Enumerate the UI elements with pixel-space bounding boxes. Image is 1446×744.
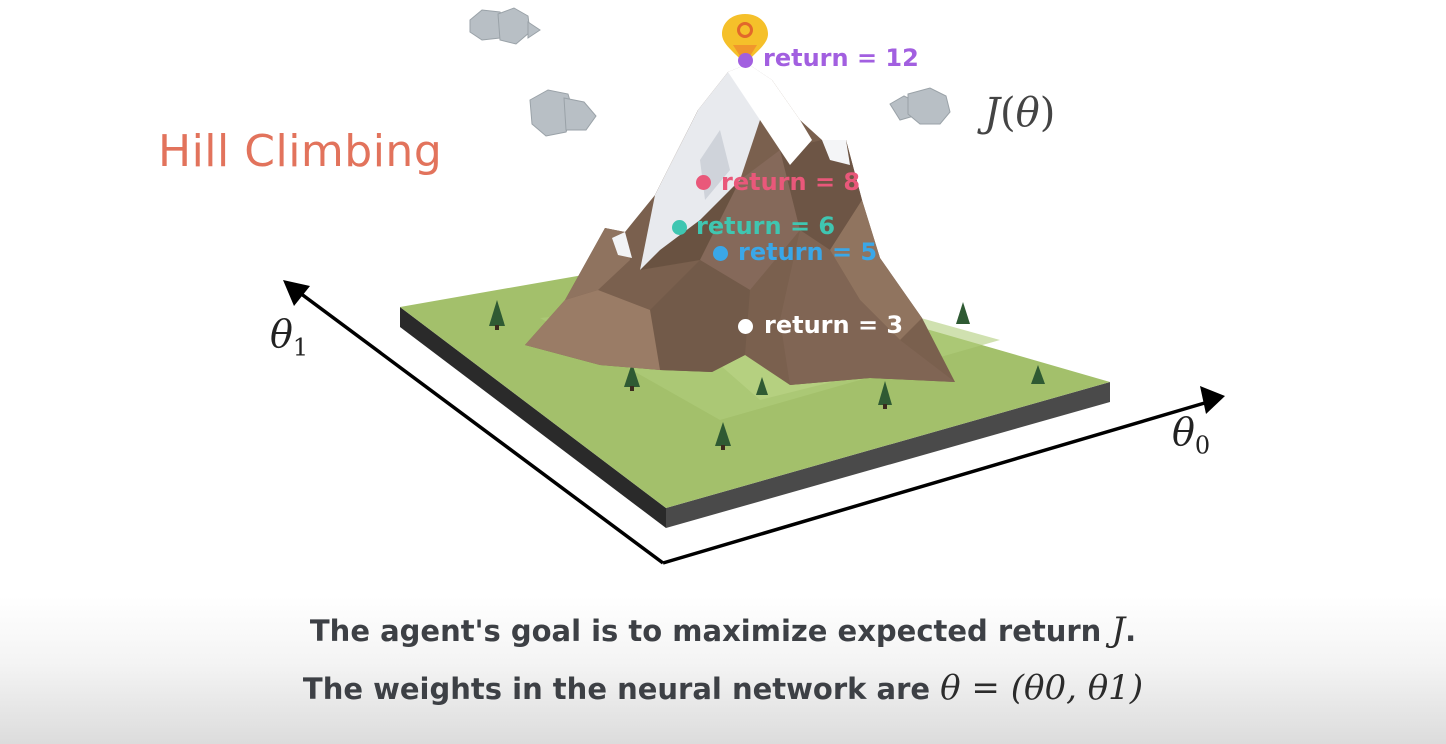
point-return-12-label: return = 12 xyxy=(763,44,919,72)
theta0-axis-label: θ0 xyxy=(1172,410,1210,460)
point-return-3-dot xyxy=(738,319,753,334)
theta0-arrowhead xyxy=(1200,386,1225,414)
point-return-8-dot xyxy=(696,175,711,190)
trees xyxy=(489,300,1045,450)
point-return-12-dot xyxy=(738,53,753,68)
point-return-3-label: return = 3 xyxy=(764,311,904,339)
caption-1-math: J xyxy=(1111,610,1126,650)
caption-1-text: The agent's goal is to maximize expected… xyxy=(309,614,1112,648)
point-return-6-label: return = 6 xyxy=(696,212,836,240)
objective-label: J(θ) xyxy=(984,90,1056,136)
point-return-8-label: return = 8 xyxy=(721,168,861,196)
objective-fn: J xyxy=(984,90,1001,136)
theta1-axis-line xyxy=(298,291,665,565)
theta1-arrowhead xyxy=(283,280,310,306)
slide-title: Hill Climbing xyxy=(158,126,443,177)
caption-1-end: . xyxy=(1125,614,1137,648)
objective-arg: θ xyxy=(1015,90,1040,136)
theta0-symbol: θ xyxy=(1172,410,1195,454)
axes xyxy=(298,291,1209,565)
theta0-sub: 0 xyxy=(1194,431,1211,460)
caption-line-1: The agent's goal is to maximize expected… xyxy=(0,610,1446,650)
point-return-5-label: return = 5 xyxy=(738,238,878,266)
theta0-axis-line xyxy=(662,400,1209,565)
caption-2-math: θ = (θ0, θ1) xyxy=(940,668,1144,708)
clouds xyxy=(469,7,951,137)
caption-line-2: The weights in the neural network are θ … xyxy=(0,668,1446,708)
caption-band xyxy=(0,596,1446,744)
theta1-symbol: θ xyxy=(270,312,293,356)
point-return-6-dot xyxy=(672,220,687,235)
theta1-axis-label: θ1 xyxy=(270,312,308,362)
point-return-5-dot xyxy=(713,246,728,261)
caption-2-text: The weights in the neural network are xyxy=(302,672,941,706)
theta1-sub: 1 xyxy=(292,333,309,362)
